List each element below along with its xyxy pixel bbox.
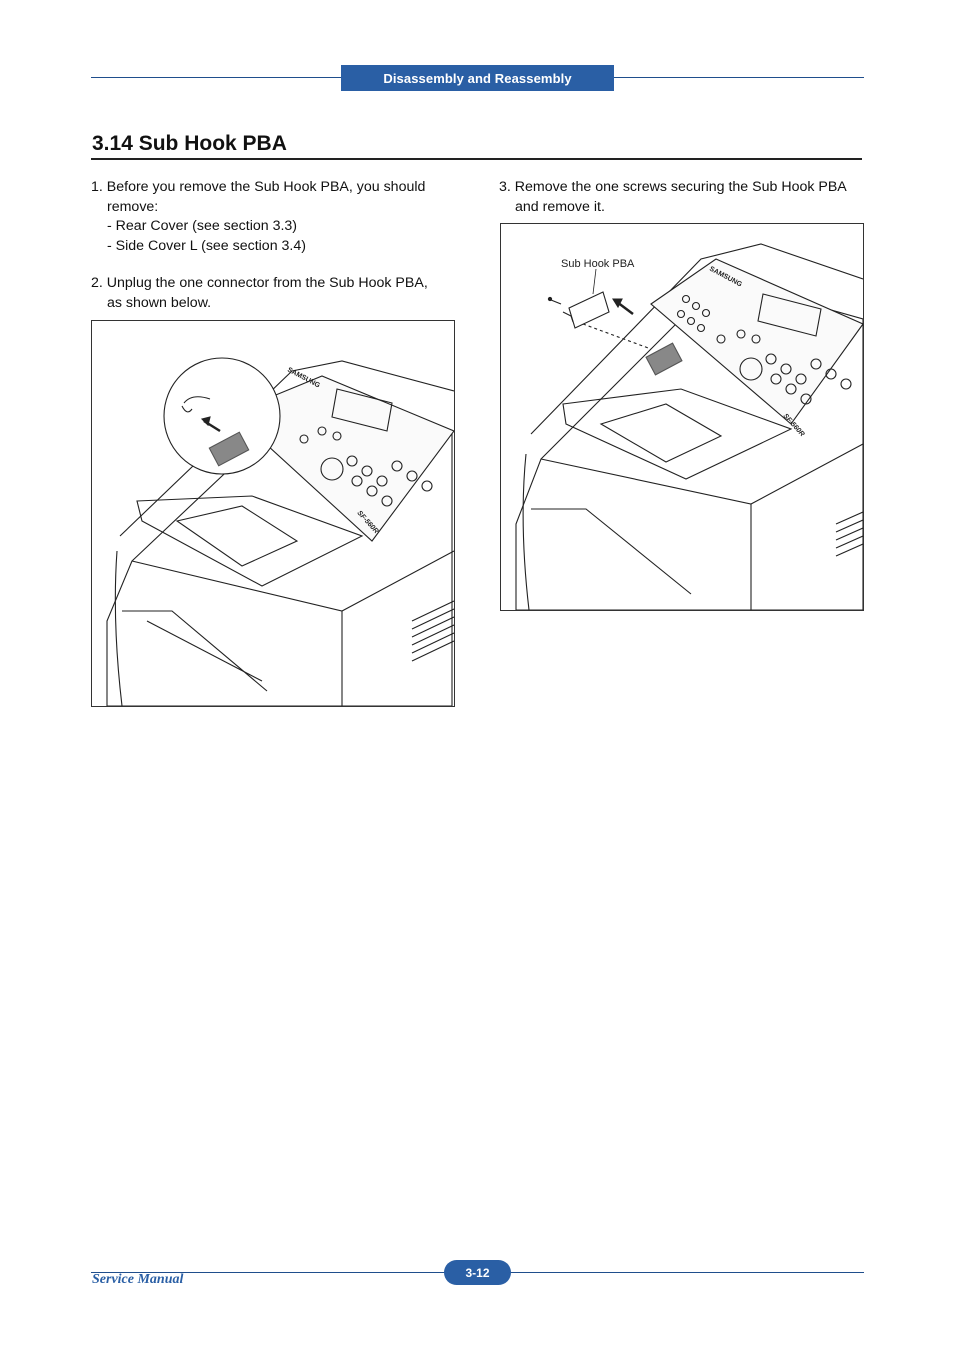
side-vents [411,600,454,662]
callout-sub-hook-pba: Sub Hook PBA [561,258,635,270]
step-1-item-rear-cover: - Rear Cover (see section 3.3) [107,218,298,234]
left-column-text: 1. Before you remove the Sub Hook PBA, y… [91,178,461,313]
step-2-line-2: as shown below. [107,294,212,311]
page-title: 3.14 Sub Hook PBA [92,132,287,155]
step-3-line-2: and remove it. [515,198,605,215]
sub-hook-pba-board [208,431,250,467]
title-rule [91,158,862,160]
step-1-line-1: 1. Before you remove the Sub Hook PBA, y… [91,179,426,195]
side-vents-2 [835,511,863,557]
step-1-item-side-cover: - Side Cover L (see section 3.4) [107,237,306,254]
fax-machine-illustration-1: SAMSUNG SF-560R [106,357,454,706]
figure-remove-sub-hook: SAMSUNG SF-560R Sub Hook PBA [500,223,864,611]
step-3-line-1: 3. Remove the one screws securing the Su… [499,179,847,195]
sub-hook-pba-mounted [645,342,683,376]
figure-unplug-connector: SAMSUNG SF-560R [91,320,455,707]
panel-buttons-2 [676,294,852,405]
lcd-display [331,388,393,432]
callout-leader [592,268,597,295]
connector-cable [183,396,211,404]
sub-hook-pba-removed [568,291,610,329]
section-tab: Disassembly and Reassembly [341,65,614,91]
lcd-display-2 [757,293,822,337]
right-column-text: 3. Remove the one screws securing the Su… [499,178,869,217]
screw [550,299,562,305]
page-number: 3-12 [444,1260,511,1285]
footer-manual-title: Service Manual [92,1272,184,1287]
step-2-line-1: 2. Unplug the one connector from the Sub… [91,275,428,291]
detail-magnifier [163,357,281,475]
fax-machine-illustration-2: SAMSUNG SF-560R Sub Hook PBA [515,243,863,610]
step-1-line-2: remove: [107,198,159,215]
panel-buttons [299,426,433,507]
